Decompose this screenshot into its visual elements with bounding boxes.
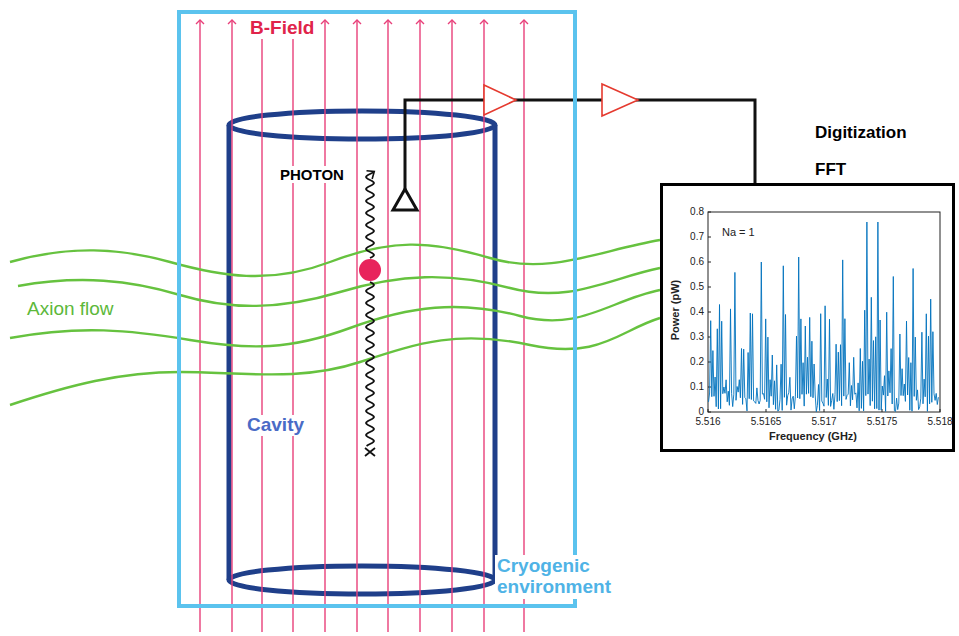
tick-label: 0.6 [690, 256, 704, 268]
field-lines [200, 20, 524, 632]
tick-label: 0.5 [690, 281, 704, 293]
tick-label: 0.7 [690, 231, 704, 243]
cavity-cylinder [229, 111, 495, 594]
axis-tick [824, 409, 825, 412]
axis-tick [708, 237, 711, 238]
cavity-top [229, 111, 495, 139]
axis-title: Power (pW) [669, 280, 681, 341]
cavity-bottom [229, 566, 495, 594]
amplifier-symbol [484, 85, 516, 115]
field-line [199, 20, 200, 632]
tick-label: 0.4 [690, 306, 704, 318]
axis-title: Frequency (GHz) [769, 430, 857, 442]
photon-wave [366, 282, 374, 446]
axis-tick [708, 409, 709, 412]
axis-tick [708, 262, 711, 263]
cryostat-box: Cryogenic environmentCavity [177, 10, 577, 608]
spectrum-plot-box: Power (pW) Frequency (GHz) [660, 183, 955, 452]
tick-label: 5.517 [811, 416, 836, 428]
axion-line [10, 240, 660, 276]
tick-label: 5.516 [695, 416, 720, 428]
axion-label: Axion flow [25, 298, 116, 320]
tick-label: 0.8 [690, 206, 704, 218]
axion-line [10, 318, 660, 405]
antenna-symbol [393, 189, 417, 210]
plot-ground [660, 183, 955, 452]
axis-tick [708, 287, 711, 288]
photon-label: PHOTON [278, 166, 346, 183]
photon-end-mark [365, 448, 375, 456]
cavity-wall [493, 125, 498, 580]
tick-label: 5.5175 [867, 416, 898, 428]
axis-tick [708, 312, 711, 313]
stage-label: Digitization [815, 123, 907, 143]
field-line [324, 20, 325, 632]
stage-label: FFT [815, 160, 846, 180]
plot-axes [708, 212, 940, 412]
axis-tick [766, 409, 767, 412]
axis-tick [708, 362, 711, 363]
field-line [231, 20, 232, 632]
field-line [292, 20, 293, 632]
region-label: Cryogenic environment [495, 555, 631, 599]
field-line [451, 20, 452, 632]
tick-label: 5.5165 [751, 416, 782, 428]
cavity-wall [227, 125, 232, 580]
cavity-region: Cavity [229, 111, 495, 594]
axion-conversion-dot [359, 259, 381, 281]
axis-tick [940, 409, 941, 412]
field-line [523, 20, 524, 632]
axis-tick [708, 212, 711, 213]
photon-wave [366, 172, 374, 258]
axion-flow [10, 240, 660, 405]
tick-label: 0.1 [690, 381, 704, 393]
amplifier-symbol [602, 84, 638, 116]
plot-ticks [708, 212, 940, 412]
cavity-label: Cavity [245, 415, 306, 436]
plot-annotation: Na = 1 [722, 226, 755, 239]
tick-label: 5.518 [927, 416, 952, 428]
tick-label: 0.3 [690, 331, 704, 343]
signal-wire [405, 100, 755, 183]
antenna-wire [404, 112, 407, 190]
spectrum-trace [709, 222, 939, 412]
field-label: B-Field [248, 17, 316, 39]
field-line [387, 20, 388, 632]
field-line [419, 20, 420, 632]
tick-label: 0 [698, 406, 704, 418]
field-line [261, 20, 262, 632]
tick-label: 0.2 [690, 356, 704, 368]
axion-line [10, 290, 660, 346]
